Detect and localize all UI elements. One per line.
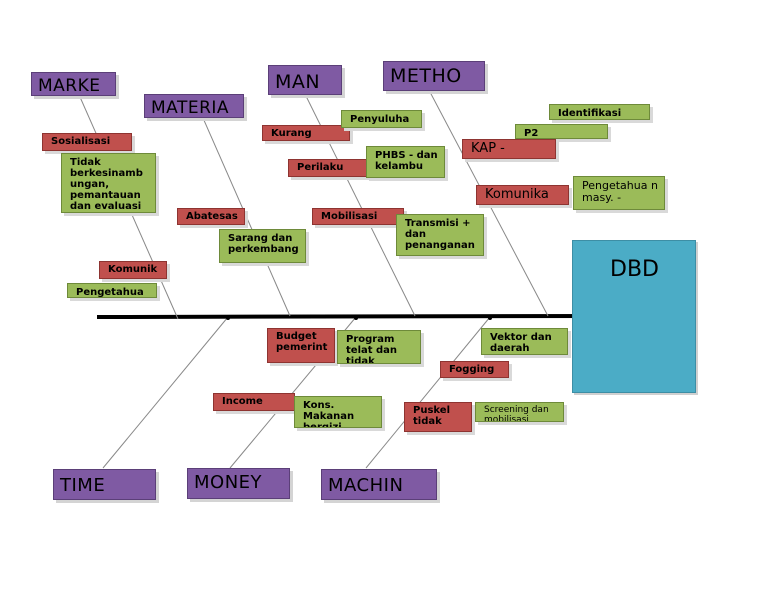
cause-fogging: Fogging: [440, 361, 509, 378]
category-time: TIME: [53, 469, 156, 500]
cause-kons-makanan: Kons. Makanan bergizi: [294, 396, 382, 428]
spine-joint: [354, 316, 358, 320]
cause-pengetahuan-masy: Pengetahua n masy. -: [573, 176, 665, 210]
cause-perilaku: Perilaku: [288, 159, 372, 177]
cause-penyuluha: Penyuluha: [341, 110, 422, 128]
cause-kap: KAP -: [462, 139, 556, 159]
category-money: MONEY: [187, 468, 290, 499]
category-man: MAN: [268, 65, 342, 95]
effect-label: DBD: [610, 257, 659, 282]
cause-kurang: Kurang: [262, 125, 350, 141]
bone-materia: [202, 117, 291, 317]
cause-abatesas: Abatesas: [177, 208, 245, 225]
cause-sosialisasi: Sosialisasi: [42, 133, 132, 151]
bone-machin: [365, 316, 491, 469]
cause-pengetahua-marke: Pengetahua: [67, 283, 157, 298]
category-metho: METHO: [383, 61, 485, 91]
effect-box: DBD: [572, 240, 696, 393]
spine-joint: [226, 316, 230, 320]
cause-sarang: Sarang dan perkembang: [219, 229, 306, 263]
spine-joint: [488, 316, 492, 320]
cause-puskel: Puskel tidak: [404, 402, 472, 432]
cause-income: Income: [213, 393, 295, 411]
cause-identifikasi: Identifikasi: [549, 104, 650, 120]
cause-screening: Screening dan mobilisasi: [475, 402, 564, 422]
cause-tidak-berkesinambungan: Tidak berkesinamb ungan, pemantauan dan …: [61, 153, 156, 213]
cause-komunik: Komunik: [99, 261, 167, 279]
cause-budget: Budget pemerint: [267, 328, 335, 363]
category-machin: MACHIN: [321, 469, 437, 500]
cause-vektor: Vektor dan daerah: [481, 328, 568, 355]
cause-komunika: Komunika: [476, 185, 569, 205]
spine-line: [96, 314, 599, 319]
cause-p2: P2: [515, 124, 608, 139]
cause-phbs: PHBS - dan kelambu: [366, 146, 445, 178]
bone-time: [102, 316, 229, 469]
category-materia: MATERIA: [144, 94, 244, 118]
cause-mobilisasi: Mobilisasi: [312, 208, 404, 225]
bone-money: [229, 316, 357, 469]
category-marke: MARKE: [31, 72, 116, 96]
cause-program: Program telat dan tidak: [337, 330, 421, 364]
cause-transmisi: Transmisi + dan penanganan: [396, 214, 484, 256]
